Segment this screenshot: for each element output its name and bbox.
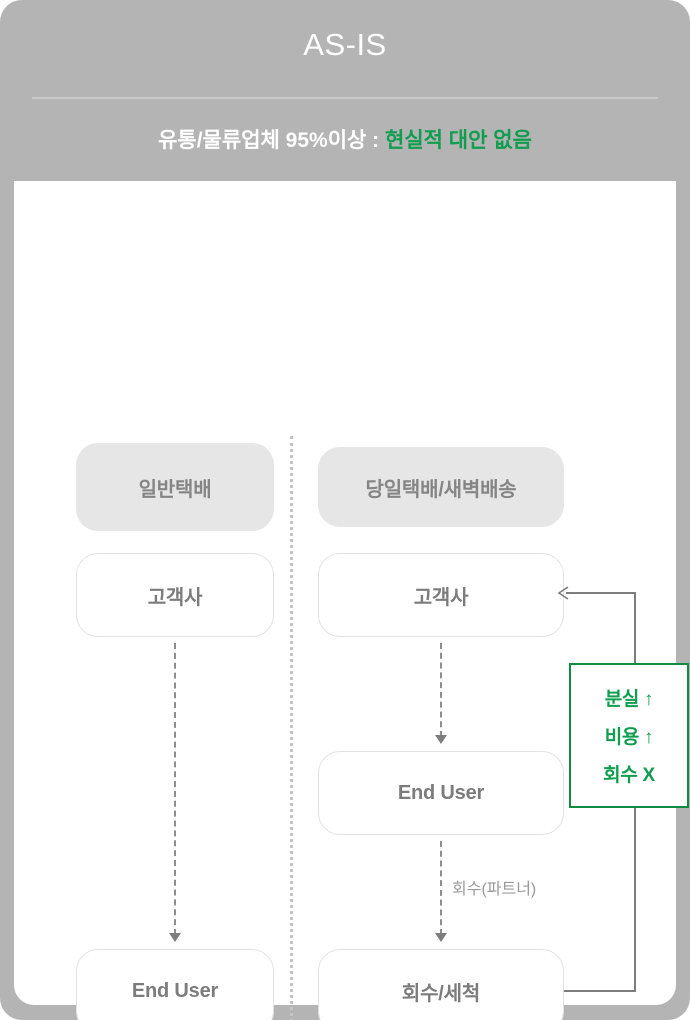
right-node-collect-wash[interactable]: 회수/세척 <box>318 949 564 1020</box>
column-divider <box>290 436 293 1020</box>
right-flow-connector-1 <box>440 643 442 737</box>
card-header: AS-IS 유통/물류업체 95%이상 : 현실적 대안 없음 <box>0 0 690 181</box>
diagram-body: 일반택배 고객사 End User 1회용 당일택배/새벽배송 고객사 End … <box>14 181 689 1020</box>
left-node-customer[interactable]: 고객사 <box>76 553 274 637</box>
return-path-top-segment <box>566 592 636 594</box>
right-flow-arrow-icon-2 <box>435 933 447 942</box>
return-path-bottom-segment <box>564 990 636 992</box>
header-subtitle: 유통/물류업체 95%이상 : 현실적 대안 없음 <box>0 124 690 154</box>
left-column-heading: 일반택배 <box>76 443 274 531</box>
page-title: AS-IS <box>303 27 387 62</box>
return-path-arrow-icon <box>557 586 569 600</box>
right-flow-connector-2 <box>440 841 442 935</box>
right-column-heading: 당일택배/새벽배송 <box>318 447 564 527</box>
right-node-customer[interactable]: 고객사 <box>318 553 564 637</box>
left-flow-connector <box>174 643 176 935</box>
right-flow-edge-label: 회수(파트너) <box>452 881 537 898</box>
callout-row-recover: 회수 X <box>603 765 655 786</box>
header-subtitle-main: 유통/물류업체 95%이상 : <box>158 129 385 152</box>
left-flow-arrow-icon <box>169 933 181 942</box>
right-node-end-user[interactable]: End User <box>318 751 564 835</box>
callout-row-cost: 비용 ↑ <box>604 727 654 748</box>
issues-callout: 분실 ↑ 비용 ↑ 회수 X <box>569 663 689 808</box>
callout-row-loss: 분실 ↑ <box>604 689 654 710</box>
right-flow-arrow-icon-1 <box>435 735 447 744</box>
header-divider <box>32 97 658 99</box>
header-subtitle-accent: 현실적 대안 없음 <box>385 129 532 152</box>
left-node-end-user[interactable]: End User <box>76 949 274 1020</box>
